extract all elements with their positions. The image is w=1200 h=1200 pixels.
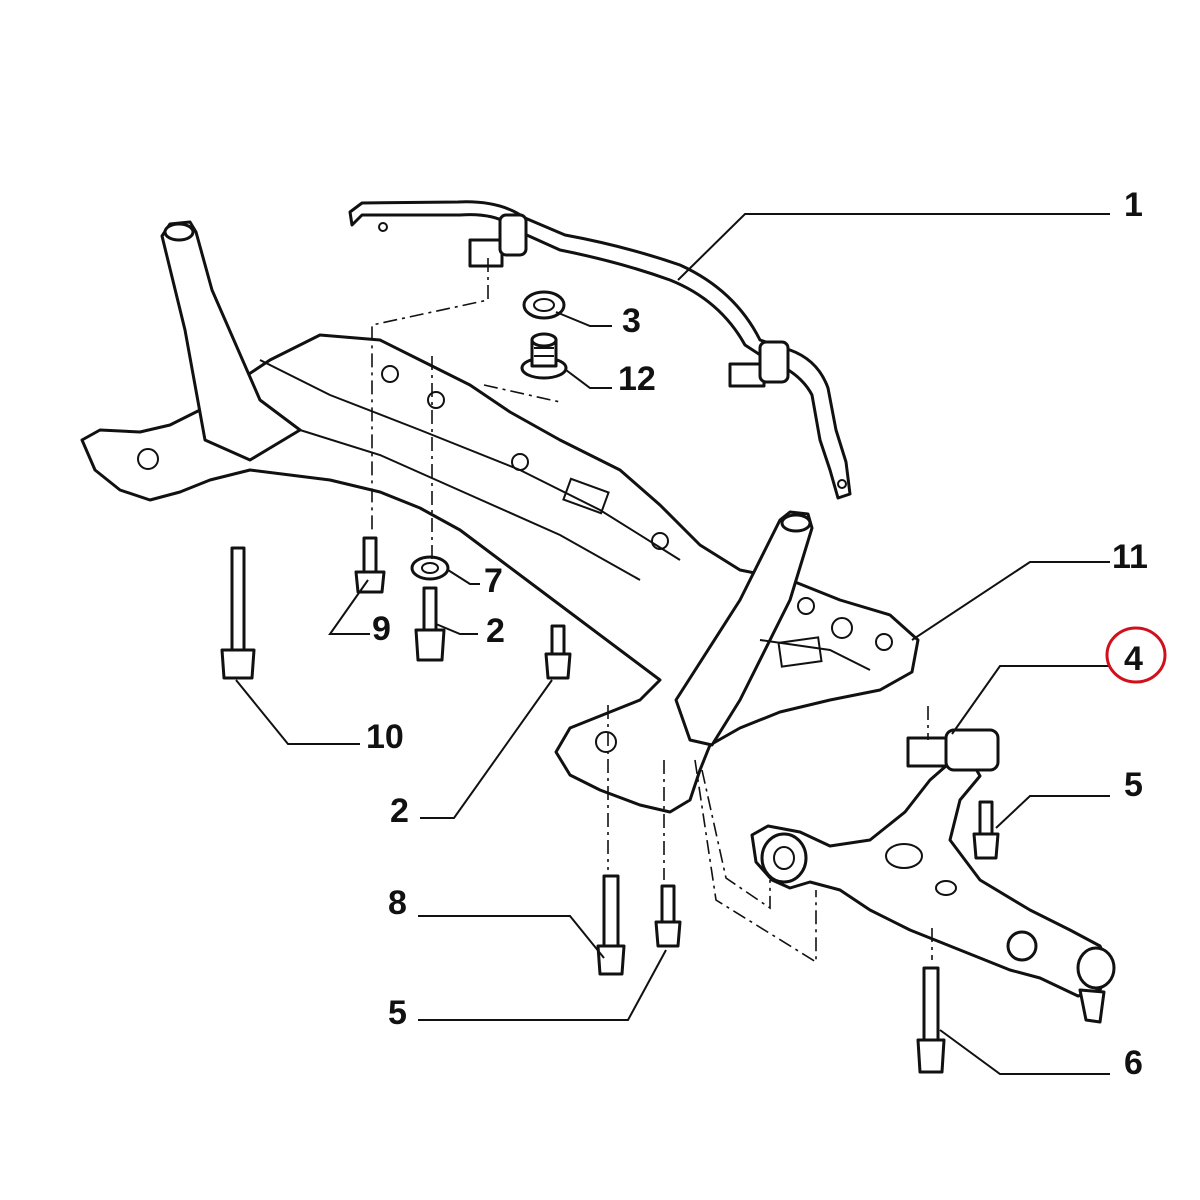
bar-clamp-left — [468, 238, 504, 268]
bar-bushing-left — [498, 213, 528, 257]
bolt-10 — [220, 546, 256, 680]
callout-12: 12 — [618, 360, 656, 398]
highlight-circle — [1105, 626, 1167, 684]
bolt-5-lower — [654, 884, 682, 948]
callout-6: 6 — [1124, 1044, 1143, 1082]
leader-lines — [235, 213, 1110, 1075]
callout-9: 9 — [372, 610, 391, 648]
control-arm — [750, 728, 1116, 1024]
arm-bushing-front — [760, 832, 808, 884]
stabilizer-bar — [348, 200, 852, 500]
washer-3 — [522, 290, 566, 320]
assembly-axes — [371, 258, 933, 964]
subframe — [80, 220, 920, 814]
bolt-2-lower — [544, 624, 572, 680]
bolt-5-right — [972, 800, 1000, 860]
callout-3: 3 — [622, 302, 641, 340]
bushing-12 — [520, 332, 568, 380]
callout-7: 7 — [484, 562, 503, 600]
callout-10: 10 — [366, 718, 404, 756]
bolt-6 — [916, 966, 946, 1074]
callout-2-upper: 2 — [486, 612, 505, 650]
ball-joint — [1076, 946, 1116, 990]
callout-4: 4 — [1124, 640, 1143, 678]
callout-labels: 1 3 12 7 2 9 10 2 11 4 5 8 5 6 — [366, 186, 1148, 1082]
callout-11: 11 — [1112, 538, 1148, 576]
bolt-9 — [354, 536, 386, 594]
arm-bushing-top — [944, 728, 1000, 772]
callout-5-lower: 5 — [388, 994, 407, 1032]
bolt-2-upper — [414, 586, 446, 662]
callout-8: 8 — [388, 884, 407, 922]
callout-5-right: 5 — [1124, 766, 1143, 804]
washer-7 — [410, 555, 450, 581]
bolt-8 — [596, 874, 626, 976]
bar-bushing-right — [758, 340, 790, 384]
callout-2-lower: 2 — [390, 792, 409, 830]
callout-1: 1 — [1124, 186, 1143, 224]
